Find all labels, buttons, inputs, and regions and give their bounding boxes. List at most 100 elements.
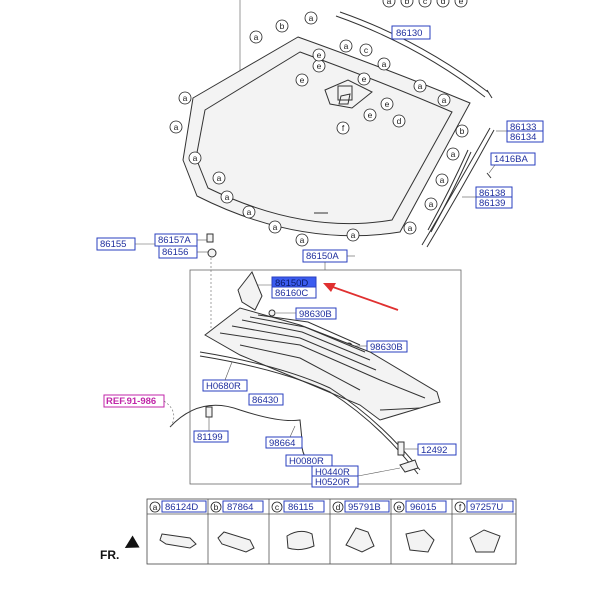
svg-text:97257U: 97257U — [470, 502, 503, 513]
svg-text:a: a — [442, 95, 447, 105]
svg-text:86124D: 86124D — [165, 502, 198, 513]
legend-part-96015 — [405, 529, 435, 553]
svg-text:H0680R: H0680R — [206, 381, 241, 392]
label-86150A: 86150A — [302, 249, 348, 263]
svg-text:a: a — [429, 199, 434, 209]
label-12492: 12492 — [417, 443, 457, 456]
svg-text:81199: 81199 — [197, 432, 223, 443]
svg-text:a: a — [225, 192, 230, 202]
svg-text:a: a — [387, 0, 392, 6]
pointer-arrow — [323, 283, 399, 311]
svg-text:86115: 86115 — [288, 502, 314, 513]
svg-text:H0440R: H0440R — [315, 467, 350, 478]
svg-text:98664: 98664 — [269, 438, 295, 449]
windshield-glass — [182, 36, 471, 237]
side-moulding-right — [421, 127, 495, 248]
label-H0680R: H0680R — [202, 379, 248, 392]
label-86139: 86139 — [475, 196, 513, 209]
front-direction-indicator: FR. — [100, 535, 140, 562]
svg-text:f: f — [342, 123, 345, 133]
svg-text:98630B: 98630B — [299, 309, 332, 320]
svg-text:a: a — [254, 32, 259, 42]
svg-text:86130: 86130 — [396, 28, 422, 39]
svg-text:d: d — [397, 116, 402, 126]
legend-cell-e: e 96015 — [393, 500, 447, 513]
svg-text:a: a — [183, 93, 188, 103]
svg-text:e: e — [317, 50, 322, 60]
svg-text:a: a — [273, 222, 278, 232]
svg-text:a: a — [351, 230, 356, 240]
label-86160C: 86160C — [271, 286, 317, 299]
svg-text:f: f — [459, 502, 462, 512]
svg-text:e: e — [385, 99, 390, 109]
svg-text:a: a — [309, 13, 314, 23]
legend-cell-b: b 87864 — [210, 500, 264, 513]
legend-cell-f: f 97257U — [454, 500, 514, 513]
label-86155: 86155 — [96, 237, 136, 251]
top-moulding-86130 — [335, 11, 493, 99]
svg-text:e: e — [397, 502, 402, 512]
label-86130: 86130 — [391, 25, 431, 40]
svg-text:a: a — [193, 153, 198, 163]
svg-text:86160C: 86160C — [275, 288, 308, 299]
svg-text:e: e — [368, 110, 373, 120]
ref-91-986: REF.91-986 — [103, 394, 165, 408]
svg-text:a: a — [418, 81, 423, 91]
svg-text:b: b — [405, 0, 410, 6]
svg-text:86150D: 86150D — [275, 278, 308, 289]
svg-text:86133: 86133 — [510, 122, 536, 133]
legend-cell-a: a 86124D — [149, 500, 207, 513]
svg-text:REF.91-986: REF.91-986 — [106, 396, 156, 407]
svg-text:12492: 12492 — [421, 445, 447, 456]
label-81199: 81199 — [193, 430, 229, 443]
svg-text:96015: 96015 — [410, 502, 436, 513]
svg-text:a: a — [382, 59, 387, 69]
legend-table: a 86124D b 87864 c 86115 d 95791B e 9601… — [146, 498, 517, 565]
svg-text:c: c — [364, 45, 369, 55]
label-98630B-lower: 98630B — [366, 340, 408, 353]
top-legend-row: a b c d e — [382, 0, 468, 8]
svg-text:H0080R: H0080R — [289, 456, 324, 467]
legend-part-86115 — [286, 530, 315, 551]
svg-text:a: a — [344, 41, 349, 51]
svg-text:87864: 87864 — [227, 502, 253, 513]
svg-text:86139: 86139 — [479, 198, 505, 209]
svg-text:a: a — [153, 502, 158, 512]
svg-text:d: d — [441, 0, 446, 6]
svg-text:e: e — [317, 61, 322, 71]
svg-text:a: a — [440, 175, 445, 185]
svg-text:c: c — [275, 502, 280, 512]
svg-text:a: a — [408, 223, 413, 233]
svg-text:98630B: 98630B — [370, 342, 403, 353]
cowl-top-cover — [204, 307, 441, 421]
windshield-callouts: a b a a c a e e e e e d f a a b a a a a … — [169, 11, 469, 247]
svg-text:a: a — [247, 207, 252, 217]
svg-text:86150A: 86150A — [306, 251, 339, 262]
label-98630B-upper: 98630B — [295, 307, 337, 320]
label-86156: 86156 — [158, 245, 198, 259]
svg-text:1416BA: 1416BA — [494, 154, 528, 165]
svg-text:e: e — [362, 74, 367, 84]
svg-text:a: a — [300, 235, 305, 245]
svg-text:b: b — [280, 21, 285, 31]
legend-part-86124D — [159, 533, 197, 549]
weatherstrip-86430 — [199, 351, 421, 475]
legend-cell-c: c 86115 — [271, 500, 325, 513]
svg-text:d: d — [336, 502, 341, 512]
svg-text:b: b — [460, 126, 465, 136]
svg-text:a: a — [217, 173, 222, 183]
legend-part-97257U — [469, 529, 501, 553]
legend-part-95791B — [345, 527, 375, 553]
label-1416BA: 1416BA — [490, 152, 536, 166]
svg-text:86157A: 86157A — [158, 235, 191, 246]
label-H0080R: H0080R — [285, 454, 333, 467]
svg-text:c: c — [423, 0, 428, 6]
svg-text:FR.: FR. — [100, 548, 119, 562]
svg-text:e: e — [459, 0, 464, 6]
legend-part-87864 — [217, 531, 255, 553]
label-86430: 86430 — [248, 393, 284, 406]
label-86157A: 86157A — [154, 233, 198, 247]
svg-text:86155: 86155 — [100, 239, 126, 250]
svg-text:b: b — [214, 502, 219, 512]
